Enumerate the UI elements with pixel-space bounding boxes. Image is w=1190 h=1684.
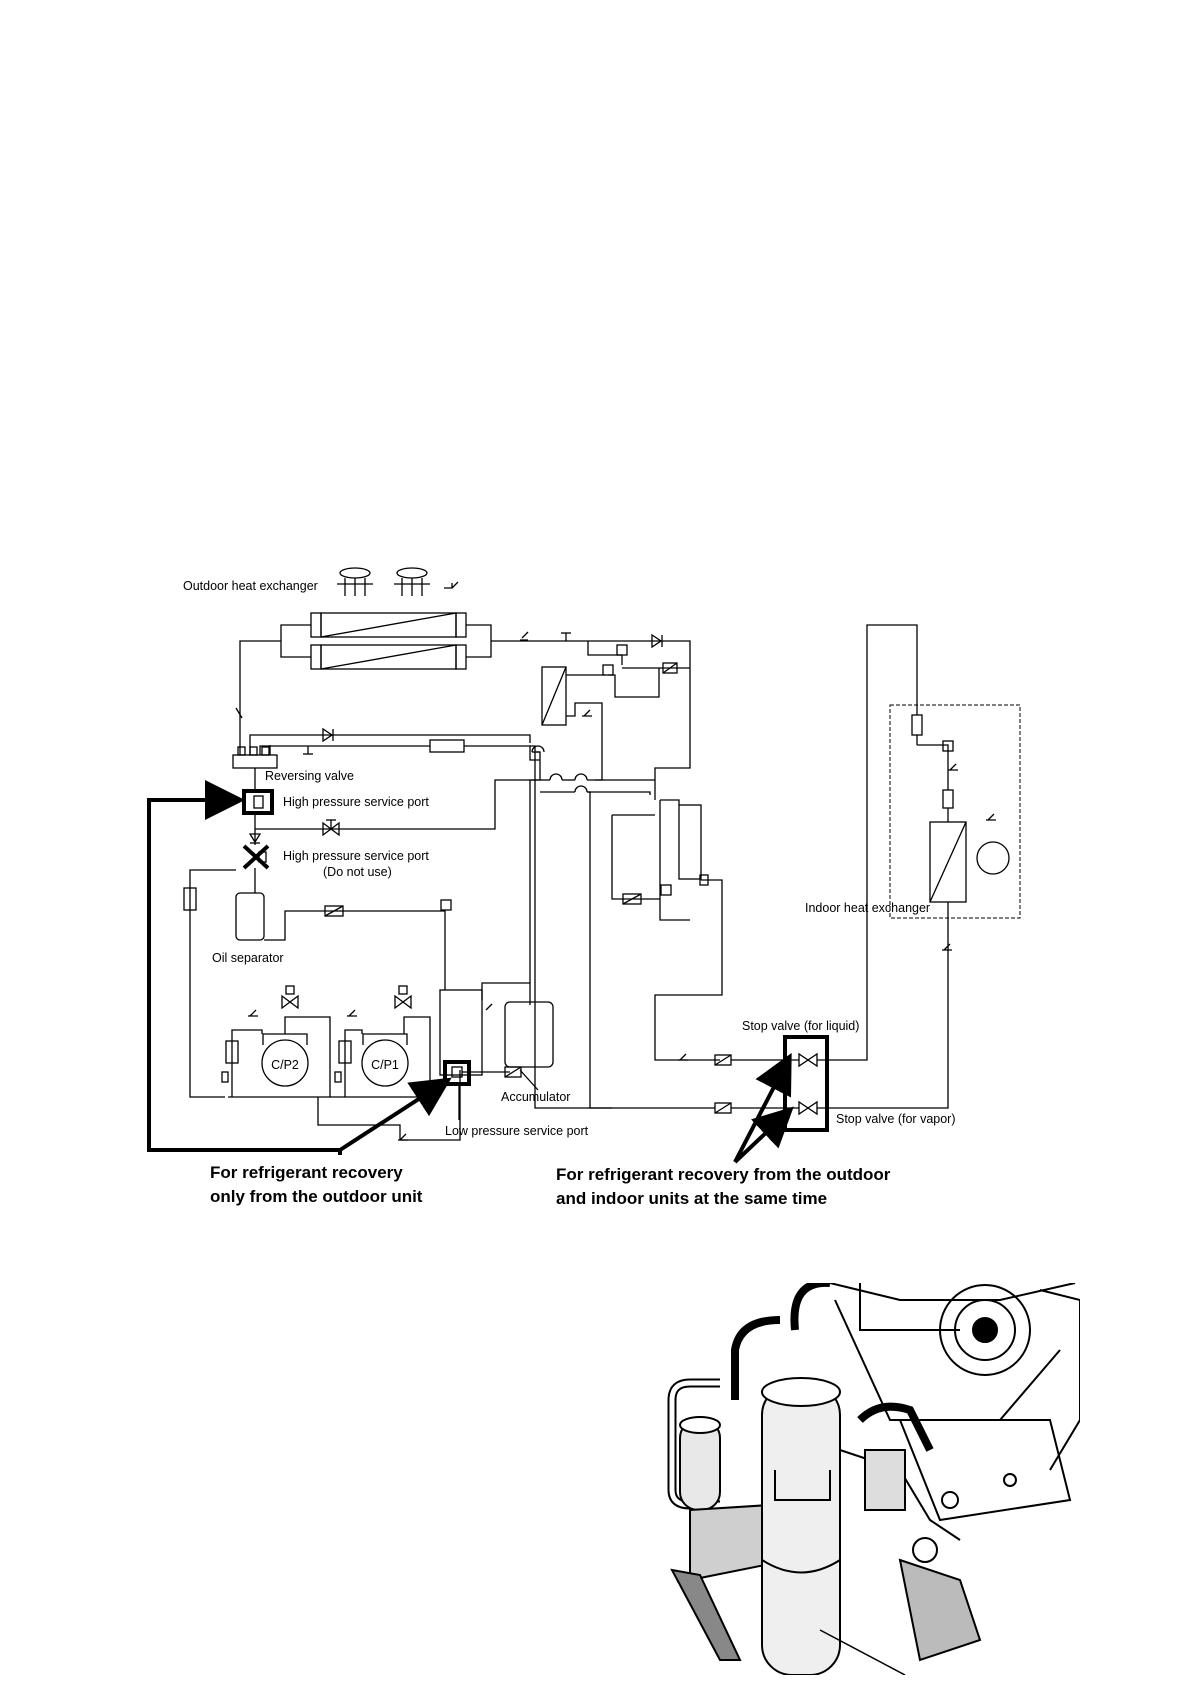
check-valve-icon bbox=[651, 633, 663, 649]
oil-separator bbox=[183, 868, 452, 1098]
hp-port-label: High pressure service port bbox=[283, 795, 429, 809]
stop-valves bbox=[731, 624, 949, 1132]
both-units-line2: and indoor units at the same time bbox=[556, 1189, 827, 1208]
outdoor-heat-exchanger bbox=[280, 612, 492, 670]
piping-hp bbox=[248, 779, 540, 844]
compressor-cp2 bbox=[221, 985, 331, 1098]
both-units-line1: For refrigerant recovery from the outdoo… bbox=[556, 1165, 891, 1184]
indoor-hx-label: Indoor heat exchanger bbox=[805, 901, 930, 915]
reversing-valve-label: Reversing valve bbox=[265, 769, 354, 783]
cp1-label: C/P1 bbox=[371, 1058, 399, 1072]
hp-port-2-label: High pressure service port bbox=[283, 849, 429, 863]
cross-icon bbox=[242, 844, 270, 870]
piping-suction bbox=[317, 1070, 461, 1141]
valve-icon bbox=[394, 985, 412, 1010]
cp2-label: C/P2 bbox=[271, 1058, 299, 1072]
plate-heat-exchanger bbox=[678, 804, 702, 880]
outdoor-hx-label: Outdoor heat exchanger bbox=[183, 579, 318, 593]
indoor-unit bbox=[889, 704, 1021, 951]
piping-outdoor bbox=[235, 631, 691, 1109]
sensor-icon bbox=[444, 581, 459, 589]
low-pressure-vessel bbox=[439, 982, 531, 1076]
piping-mid bbox=[531, 745, 732, 1114]
lp-port-label: Low pressure service port bbox=[445, 1124, 589, 1138]
oil-separator-label: Oil separator bbox=[212, 951, 284, 965]
high-pressure-service-port bbox=[242, 780, 274, 845]
valve-icon bbox=[322, 819, 340, 837]
stop-liquid-label: Stop valve (for liquid) bbox=[742, 1019, 859, 1033]
outdoor-only-line2: only from the outdoor unit bbox=[210, 1187, 423, 1206]
low-pressure-service-port bbox=[443, 1060, 522, 1086]
check-valve-icon bbox=[322, 727, 334, 743]
fan-icon bbox=[976, 841, 1010, 875]
do-not-use-label: (Do not use) bbox=[323, 865, 392, 879]
compressor-photo bbox=[667, 1283, 1080, 1675]
accumulator bbox=[504, 751, 554, 1091]
fan-icon bbox=[394, 567, 430, 596]
accumulator-label: Accumulator bbox=[501, 1090, 570, 1104]
stop-vapor-label: Stop valve (for vapor) bbox=[836, 1112, 956, 1126]
valve-icon bbox=[281, 985, 299, 1010]
compressor-cp1 bbox=[330, 985, 431, 1098]
outdoor-only-line1: For refrigerant recovery bbox=[210, 1163, 403, 1182]
reversing-valve bbox=[232, 746, 278, 780]
callout-arrows bbox=[147, 780, 794, 1164]
subcooler-heat-exchanger bbox=[541, 666, 567, 726]
fan-icon bbox=[337, 567, 373, 596]
